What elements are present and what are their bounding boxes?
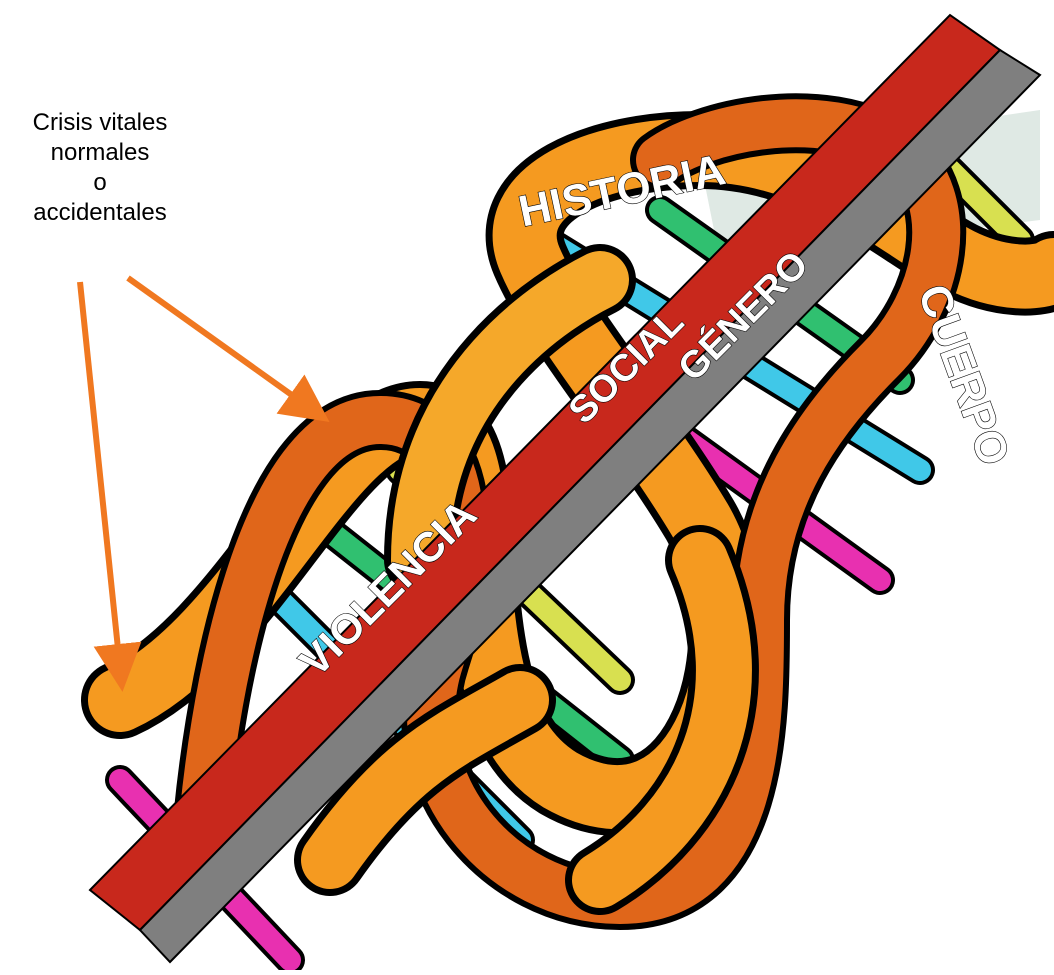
caption-line-3: o [0, 168, 200, 198]
caption-line-2: normales [0, 138, 200, 168]
caption-line-1: Crisis vitales [0, 108, 200, 138]
caption-crisis: Crisis vitales normales o accidentales [0, 108, 200, 228]
arrow-down [80, 282, 120, 668]
caption-line-4: accidentales [0, 198, 200, 228]
arrow-diagonal [128, 278, 310, 408]
